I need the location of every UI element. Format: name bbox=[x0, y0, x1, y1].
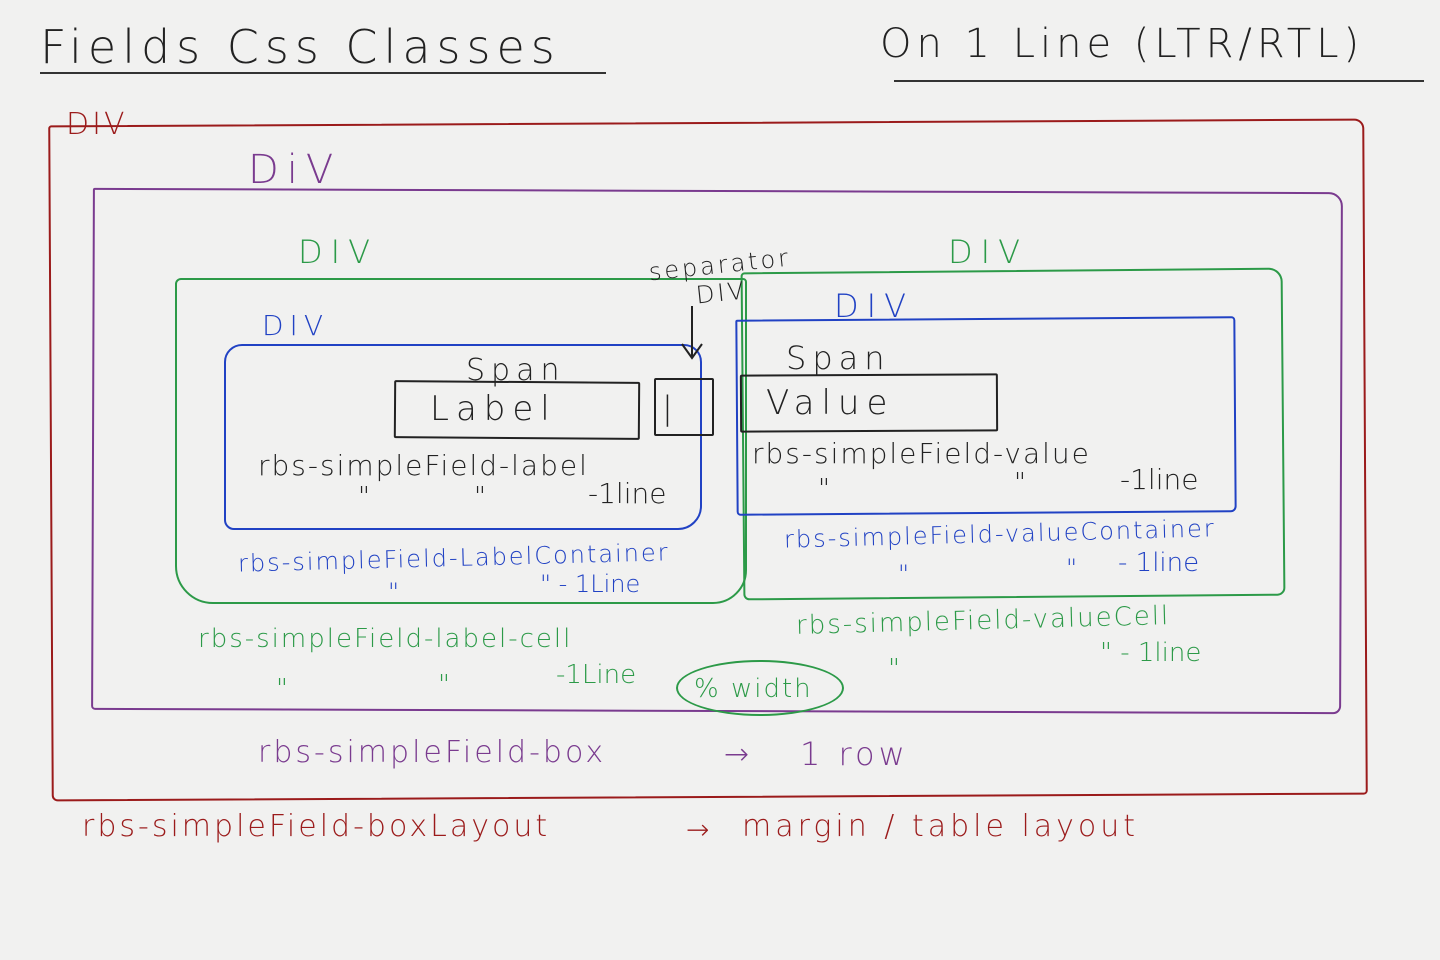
value-text: Value bbox=[766, 383, 895, 423]
value-class-ditto-1: " bbox=[818, 474, 830, 504]
label-container-div-label: DIV bbox=[262, 309, 329, 342]
label-class-name: rbs-simpleField-label bbox=[258, 449, 589, 482]
outer-div-label: DIV bbox=[66, 107, 128, 142]
label-cell-div bbox=[175, 278, 747, 604]
box-layout-arrow-icon: → bbox=[686, 813, 710, 846]
label-container-ditto: " bbox=[388, 578, 400, 606]
label-text: Label bbox=[430, 389, 557, 429]
label-span-heading: Span bbox=[466, 353, 566, 388]
value-cell-1line: " - 1line bbox=[1100, 638, 1202, 668]
box-class-name: rbs-simpleField-box bbox=[258, 735, 607, 770]
value-span-heading: Span bbox=[786, 339, 891, 377]
box-note: 1 row bbox=[800, 735, 909, 773]
label-cell-ditto-1: " bbox=[276, 674, 288, 704]
label-class-1line: -1line bbox=[588, 477, 667, 510]
value-class-ditto-2: " bbox=[1014, 468, 1026, 498]
percent-width-oval bbox=[676, 660, 844, 716]
box-arrow-icon: → bbox=[724, 737, 750, 772]
separator-span-box bbox=[654, 378, 714, 436]
separator-mark: | bbox=[662, 389, 673, 427]
label-container-1line: " - 1Line bbox=[540, 570, 641, 598]
percent-width-label: % width bbox=[694, 674, 813, 704]
separator-arrow-icon bbox=[681, 306, 703, 360]
title-underline bbox=[40, 72, 606, 74]
label-class-ditto-2: " bbox=[474, 482, 486, 512]
label-class-ditto-1: " bbox=[358, 482, 370, 512]
label-cell-div-label: DIV bbox=[298, 233, 378, 271]
diagram-subtitle: On 1 Line (LTR/RTL) bbox=[880, 21, 1365, 67]
label-cell-ditto-2: " bbox=[438, 670, 450, 700]
label-container-div bbox=[224, 344, 702, 530]
subtitle-underline bbox=[894, 80, 1424, 82]
diagram-title: Fields Css Classes bbox=[40, 20, 561, 74]
box-layout-class-name: rbs-simpleField-boxLayout bbox=[82, 809, 551, 844]
label-cell-1line: -1Line bbox=[556, 660, 637, 690]
box-layout-note: margin / table layout bbox=[742, 809, 1140, 844]
value-cell-div-label: DIV bbox=[948, 233, 1028, 271]
box-div-label: DiV bbox=[248, 147, 342, 193]
value-container-ditto-2: " bbox=[1066, 554, 1078, 582]
value-cell-ditto: " bbox=[888, 654, 900, 684]
value-container-div-label: DIV bbox=[834, 287, 914, 325]
value-container-ditto-1: " bbox=[898, 560, 910, 588]
value-container-1line: - 1line bbox=[1118, 548, 1200, 578]
value-class-1line: -1line bbox=[1120, 463, 1199, 496]
value-class-name: rbs-simpleField-value bbox=[752, 437, 1091, 470]
label-cell-class-name: rbs-simpleField-label-cell bbox=[198, 624, 573, 654]
